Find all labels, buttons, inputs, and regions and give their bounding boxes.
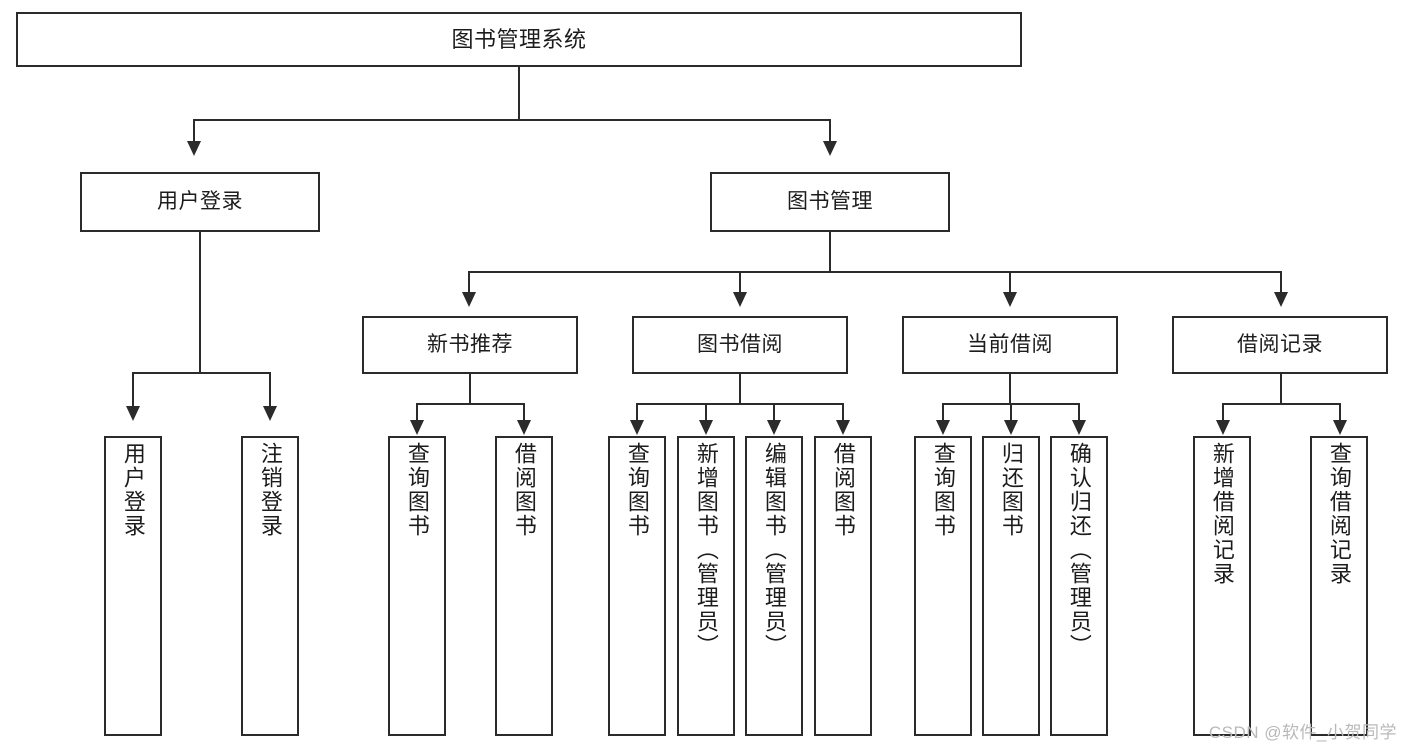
arrowhead-book-borrow-leaf-3 [767,420,781,435]
node-label: 借阅图书 [511,442,537,538]
connector-new-book-drop-1 [416,403,418,425]
node-label: 当前借阅 [967,332,1053,356]
arrowhead-user-login-leaf-2 [263,406,277,421]
connector-borrow-record-stem [1280,374,1282,404]
node-label: 确认归还（管理员） [1066,442,1092,658]
connector-new-book-drop-2 [523,403,525,425]
connector-user-login-drop-2 [269,372,271,412]
arrowhead-new-book-leaf-2 [517,420,531,435]
node-book-borrow[interactable]: 图书借阅 [632,316,848,374]
connector-current-borrow-drop-1 [942,403,944,425]
leaf-book-borrow-add-book-admin[interactable]: 新增图书（管理员） [677,436,735,736]
node-label: 查询图书 [624,442,650,538]
connector-user-login-drop-1 [132,372,134,412]
connector-borrow-record-bus [1222,403,1340,405]
watermark-text: CSDN @软件_小贺同学 [1208,723,1397,742]
node-borrow-record[interactable]: 借阅记录 [1172,316,1388,374]
connector-user-login-bus [132,372,269,374]
connector-root-to-user-login [193,119,195,147]
node-label: 新增图书（管理员） [693,442,719,658]
node-label: 借阅图书 [830,442,856,538]
node-label: 编辑图书（管理员） [761,442,787,658]
node-label: 新增借阅记录 [1209,442,1235,586]
leaf-user-login-logout[interactable]: 注销登录 [241,436,299,736]
connector-borrow-record-drop-2 [1339,403,1341,425]
arrowhead-book-borrow-leaf-4 [836,420,850,435]
leaf-user-login-login[interactable]: 用户登录 [104,436,162,736]
arrowhead-current-borrow-leaf-3 [1072,420,1086,435]
node-label: 图书管理 [787,189,873,213]
node-label: 用户登录 [157,189,243,213]
arrowhead-to-book-borrow [733,292,747,307]
node-book-management[interactable]: 图书管理 [710,172,950,232]
node-label: 借阅记录 [1237,332,1323,356]
connector-book-borrow-drop-3 [773,403,775,425]
arrowhead-to-borrow-record [1274,292,1288,307]
arrowhead-current-borrow-leaf-1 [936,420,950,435]
connector-current-borrow-drop-2 [1010,403,1012,425]
leaf-current-borrow-return-book[interactable]: 归还图书 [982,436,1040,736]
leaf-new-book-borrow-book[interactable]: 借阅图书 [495,436,553,736]
node-user-login[interactable]: 用户登录 [80,172,320,232]
node-new-book-recommend[interactable]: 新书推荐 [362,316,578,374]
leaf-current-borrow-confirm-return-admin[interactable]: 确认归还（管理员） [1050,436,1108,736]
connector-book-borrow-stem [739,374,741,404]
connector-to-current-borrow [1009,271,1011,297]
arrowhead-book-borrow-leaf-2 [699,420,713,435]
arrowhead-to-current-borrow [1003,292,1017,307]
arrowhead-book-borrow-leaf-1 [630,420,644,435]
arrowhead-borrow-record-leaf-1 [1216,420,1230,435]
leaf-borrow-record-add-record[interactable]: 新增借阅记录 [1193,436,1251,736]
connector-book-borrow-drop-4 [842,403,844,425]
node-label: 归还图书 [998,442,1024,538]
connector-to-new-book [468,271,470,297]
leaf-borrow-record-query-record[interactable]: 查询借阅记录 [1310,436,1368,736]
node-root-system[interactable]: 图书管理系统 [16,12,1022,67]
node-current-borrow[interactable]: 当前借阅 [902,316,1118,374]
connector-root-bus [193,119,831,121]
arrowhead-to-user-login [187,141,201,156]
connector-book-borrow-drop-2 [705,403,707,425]
arrowhead-new-book-leaf-1 [410,420,424,435]
arrowhead-to-book-manage [823,141,837,156]
node-label: 图书管理系统 [451,26,587,52]
connector-new-book-stem [469,374,471,404]
arrowhead-user-login-leaf-1 [126,406,140,421]
leaf-book-borrow-query-book[interactable]: 查询图书 [608,436,666,736]
node-label: 查询图书 [404,442,430,538]
connector-user-login-stem [199,232,201,373]
connector-to-borrow-record [1280,271,1282,297]
node-label: 查询借阅记录 [1326,442,1352,586]
node-label: 新书推荐 [427,332,513,356]
node-label: 查询图书 [930,442,956,538]
connector-to-book-borrow [739,271,741,297]
connector-current-borrow-drop-3 [1078,403,1080,425]
arrowhead-borrow-record-leaf-2 [1333,420,1347,435]
leaf-book-borrow-borrow-book[interactable]: 借阅图书 [814,436,872,736]
node-label: 用户登录 [120,442,146,538]
leaf-new-book-query-book[interactable]: 查询图书 [388,436,446,736]
connector-borrow-record-drop-1 [1222,403,1224,425]
node-label: 注销登录 [257,442,283,538]
leaf-current-borrow-query-book[interactable]: 查询图书 [914,436,972,736]
connector-level3-bus [468,271,1282,273]
connector-root-stem [518,67,520,120]
arrowhead-to-new-book [462,292,476,307]
connector-current-borrow-stem [1009,374,1011,404]
connector-book-borrow-bus [636,403,844,405]
connector-book-manage-stem [829,232,831,272]
connector-book-borrow-drop-1 [636,403,638,425]
arrowhead-current-borrow-leaf-2 [1004,420,1018,435]
leaf-book-borrow-edit-book-admin[interactable]: 编辑图书（管理员） [745,436,803,736]
node-label: 图书借阅 [697,332,783,356]
connector-root-to-book-manage [829,119,831,147]
connector-new-book-bus [416,403,524,405]
